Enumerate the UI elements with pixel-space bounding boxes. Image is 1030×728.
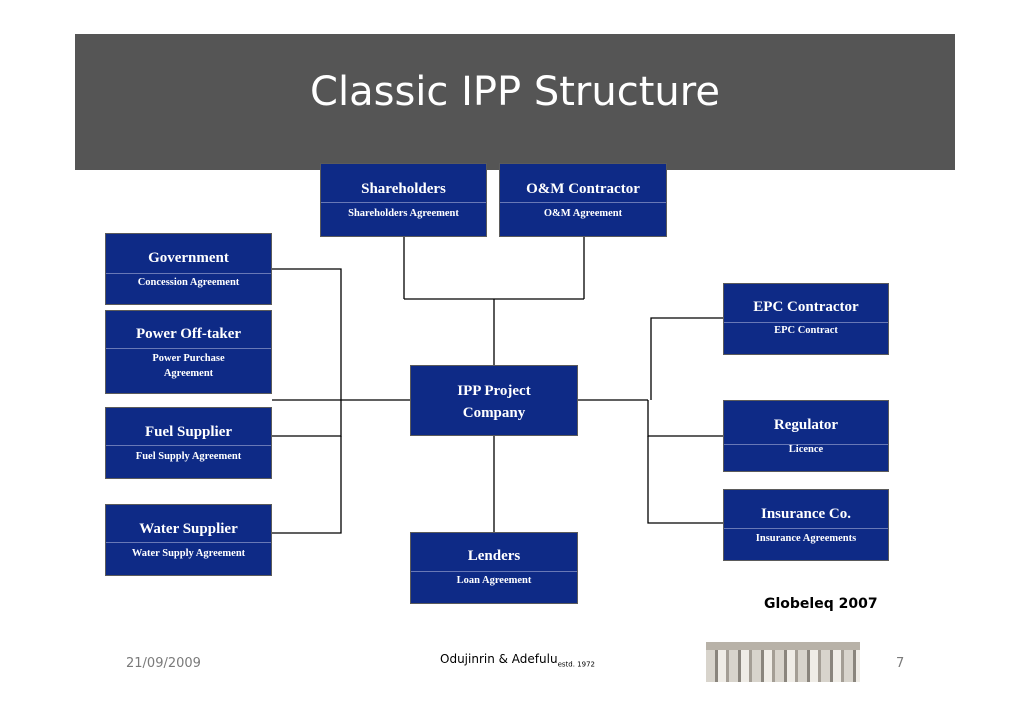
ipp-label-line1: IPP Project <box>457 383 531 399</box>
power-purchase-agreement-line1: Power Purchase <box>152 353 225 364</box>
separator <box>500 202 666 203</box>
loan-agreement: Loan Agreement <box>456 575 532 586</box>
government-label: Government <box>148 250 229 266</box>
separator <box>106 348 271 349</box>
node-ipp-project-company: IPP Project Company <box>410 365 578 436</box>
fuel-supplier-label: Fuel Supplier <box>144 424 233 440</box>
node-insurance: Insurance Co. Insurance Agreements <box>723 489 889 561</box>
brand-established: estd. 1972 <box>557 660 595 669</box>
insurance-agreements: Insurance Agreements <box>755 533 857 544</box>
source-label: Globeleq 2007 <box>764 596 878 612</box>
node-government: Government Concession Agreement <box>105 233 272 305</box>
om-contractor-label: O&M Contractor <box>526 181 640 197</box>
node-power-offtaker: Power Off-taker Power Purchase Agreement <box>105 310 272 394</box>
connector-insurance <box>647 436 723 524</box>
regulator-label: Regulator <box>773 417 839 433</box>
power-purchase-agreement-line2: Agreement <box>163 368 214 379</box>
connector-government <box>272 268 342 400</box>
footer-columns-image <box>706 642 860 682</box>
fuel-supply-agreement: Fuel Supply Agreement <box>135 451 242 462</box>
water-supplier-label: Water Supplier <box>139 521 238 537</box>
epc-contract: EPC Contract <box>774 325 838 336</box>
ipp-label-line2: Company <box>462 405 526 421</box>
title-bar <box>75 34 955 170</box>
separator <box>106 542 271 543</box>
separator <box>411 571 577 572</box>
epc-contractor-label: EPC Contractor <box>753 299 859 315</box>
shareholders-label: Shareholders <box>361 181 446 197</box>
connector-water <box>272 436 342 534</box>
separator <box>321 202 486 203</box>
node-water-supplier: Water Supplier Water Supply Agreement <box>105 504 272 576</box>
shareholders-agreement: Shareholders Agreement <box>348 208 459 219</box>
connector-epc <box>650 317 723 400</box>
concession-agreement: Concession Agreement <box>137 277 240 288</box>
separator <box>724 528 888 529</box>
page-number: 7 <box>896 656 905 671</box>
licence: Licence <box>788 444 824 455</box>
separator <box>106 273 271 274</box>
footer-brand: Odujinrin & Adefuluestd. 1972 <box>440 652 595 668</box>
node-lenders: Lenders Loan Agreement <box>410 532 578 604</box>
om-agreement: O&M Agreement <box>543 208 623 219</box>
separator <box>106 445 271 446</box>
brand-name: Odujinrin & Adefulu <box>440 652 558 666</box>
node-epc-contractor: EPC Contractor EPC Contract <box>723 283 889 355</box>
separator <box>724 444 888 445</box>
node-om-contractor: O&M Contractor O&M Agreement <box>499 163 667 237</box>
node-shareholders: Shareholders Shareholders Agreement <box>320 163 487 237</box>
lenders-label: Lenders <box>467 548 521 564</box>
connector-fuel <box>272 400 342 437</box>
slide-title: Classic IPP Structure <box>310 69 720 115</box>
node-fuel-supplier: Fuel Supplier Fuel Supply Agreement <box>105 407 272 479</box>
separator <box>724 322 888 323</box>
columns-image-cap <box>706 642 860 650</box>
connector-regulator <box>647 400 723 437</box>
insurance-label: Insurance Co. <box>760 506 851 522</box>
water-supply-agreement: Water Supply Agreement <box>131 548 246 559</box>
node-regulator: Regulator Licence <box>723 400 889 472</box>
footer-date: 21/09/2009 <box>126 656 201 671</box>
power-offtaker-label: Power Off-taker <box>135 326 242 342</box>
